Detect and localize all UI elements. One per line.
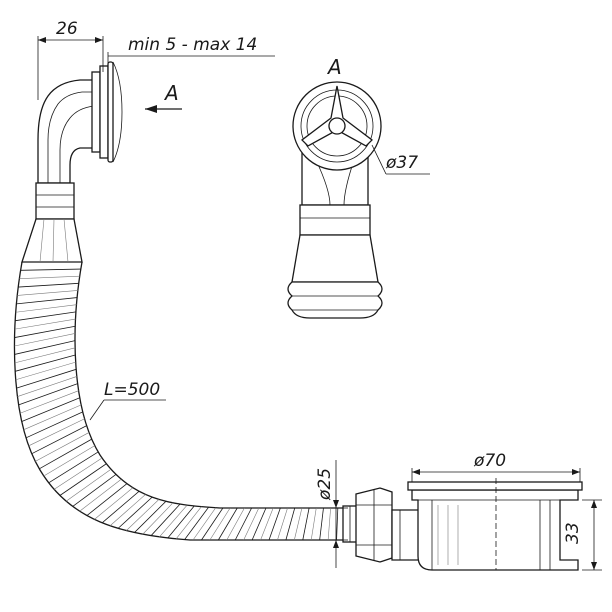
hose-rib [86, 483, 128, 516]
hose-rib [14, 325, 76, 338]
hose-rib [15, 354, 76, 372]
hose-rib [15, 311, 77, 322]
hose-rib [294, 507, 303, 541]
hose-rib [28, 418, 85, 447]
hose-rib [150, 503, 181, 536]
hose-rib [20, 268, 81, 271]
dim-height-label: 33 [563, 522, 583, 544]
corrugated-hose [13, 261, 345, 541]
hose-rib [243, 507, 260, 541]
hose-rib [23, 404, 82, 430]
view-title-label: A [326, 55, 342, 79]
hose-rib [31, 425, 87, 455]
hose-rib [109, 494, 146, 526]
hose-rib [14, 347, 76, 364]
hose-rib [59, 463, 107, 496]
hose-rib [16, 297, 78, 305]
hose-rib [14, 333, 76, 347]
hose-rib [39, 438, 92, 470]
dim-diam-drain-label: ø70 [473, 451, 506, 471]
hose-rib [319, 507, 324, 541]
hose-rib [234, 507, 252, 541]
hose-rib [159, 504, 188, 538]
hose-rib [65, 468, 112, 502]
hose-rib [14, 318, 76, 330]
view-a-detail [287, 81, 383, 319]
hose-rib [117, 496, 153, 529]
hose-rib [43, 445, 95, 477]
hose-rib [184, 507, 209, 540]
hose-rib [310, 507, 317, 541]
hose-rib [167, 505, 195, 539]
dim-diam-top-label: ø37 [385, 153, 418, 173]
hose-rib [15, 304, 77, 313]
hose-rib [15, 361, 76, 381]
hose-rib [327, 507, 331, 541]
hose-rib [53, 457, 103, 490]
hose-rib [17, 290, 78, 296]
hose-rib [35, 432, 90, 462]
hose-rib [101, 491, 140, 524]
dim-diam-pipe-label: ø25 [315, 468, 335, 501]
hose-rib [217, 507, 238, 541]
view-arrow-label: A [163, 81, 179, 105]
hose-rib [142, 502, 174, 535]
hose-rib [17, 376, 77, 397]
overflow-elbow [21, 61, 123, 263]
hose-rib [226, 507, 245, 541]
hose-rib [260, 507, 274, 541]
hose-rib [19, 390, 79, 414]
hose-rib [277, 507, 288, 541]
drain-assembly [342, 478, 583, 571]
hose-rib [209, 507, 231, 541]
hose-rib [302, 507, 310, 541]
hose-rib [21, 397, 80, 422]
hose-rib [48, 451, 99, 484]
hose-rib [134, 501, 167, 533]
hose-rib [79, 479, 122, 512]
hose-rib [201, 507, 224, 541]
dim-width-label: 26 [56, 19, 78, 39]
hose-rib [19, 275, 80, 279]
hose-rib [268, 507, 281, 541]
hose-rib [94, 487, 134, 520]
dimension-lines [37, 36, 602, 571]
hose-rib [14, 340, 76, 355]
hose-rib [25, 411, 83, 439]
hose-rib [72, 474, 117, 507]
hose-rib [175, 506, 202, 540]
hose-rib [18, 282, 79, 288]
hose-rib [126, 499, 160, 531]
hose-rib [16, 368, 77, 389]
dim-range-label: min 5 - max 14 [128, 35, 257, 55]
hose-rib [336, 507, 339, 541]
hose-rib [251, 507, 267, 541]
hose-rib [285, 507, 296, 541]
dim-length-label: L=500 [104, 380, 160, 400]
hose-rib [192, 507, 216, 541]
hose-rib [18, 383, 78, 406]
